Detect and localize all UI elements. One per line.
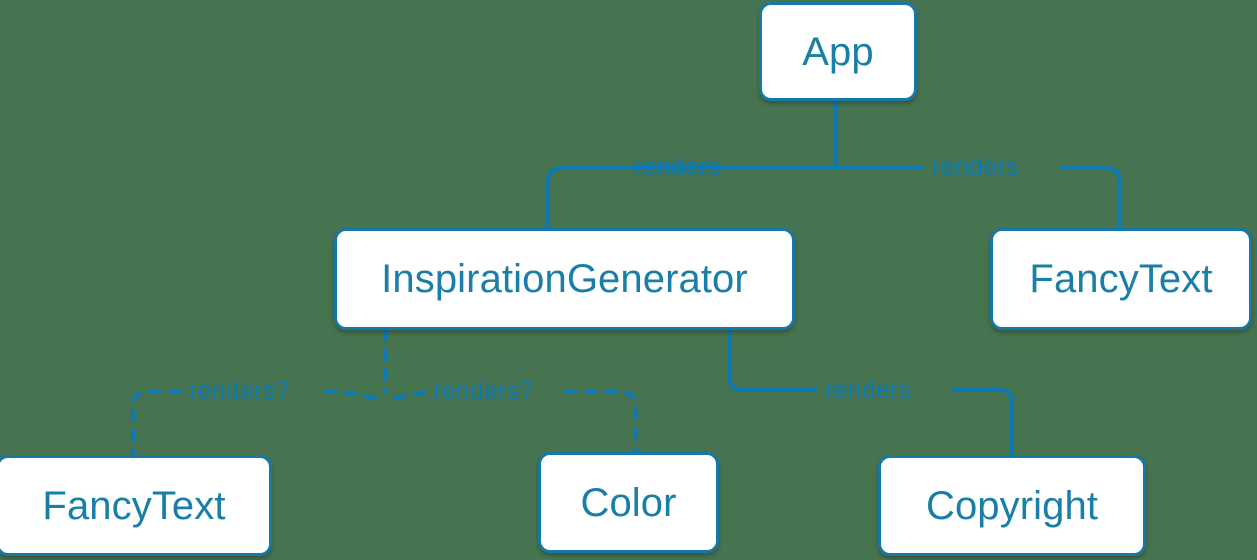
- edge-inspgen-fancytext: [320, 390, 377, 400]
- node-copyright[interactable]: Copyright: [878, 455, 1146, 556]
- node-fancytext-bottom-left[interactable]: FancyText: [0, 455, 272, 556]
- node-fancytext-bottom-left-label: FancyText: [42, 483, 226, 528]
- edge-app-fancytext-tail: [1060, 166, 1122, 230]
- edge-inspgen-copyright: [728, 328, 818, 392]
- node-app-label: App: [802, 29, 874, 74]
- edge-label-app-inspgen: renders: [634, 153, 721, 181]
- node-fancytext-right-label: FancyText: [1029, 257, 1213, 301]
- edge-label-inspgen-fancytext: renders?: [189, 377, 290, 405]
- node-copyright-label: Copyright: [925, 483, 1099, 528]
- node-color-label: Color: [580, 480, 677, 525]
- node-inspirationgenerator[interactable]: InspirationGenerator: [334, 228, 795, 330]
- edge-app-inspgen: [623, 99, 838, 170]
- node-fancytext-right[interactable]: FancyText: [990, 228, 1252, 330]
- edge-label-inspgen-color: renders?: [433, 377, 534, 405]
- edge-inspgen-copyright-tail: [952, 388, 1014, 457]
- node-app[interactable]: App: [759, 2, 917, 101]
- edge-app-inspgen-tail: [546, 166, 705, 230]
- edge-label-inspgen-copyright: renders: [825, 376, 912, 404]
- edge-label-app-fancytext: renders: [932, 153, 1019, 181]
- edge-inspgen-fancytext-mid: [131, 390, 182, 457]
- edge-inspgen-color-mid: [564, 390, 637, 454]
- node-inspirationgenerator-label: InspirationGenerator: [381, 257, 748, 301]
- node-color[interactable]: Color: [538, 452, 719, 553]
- edge-inspgen-color: [393, 390, 430, 400]
